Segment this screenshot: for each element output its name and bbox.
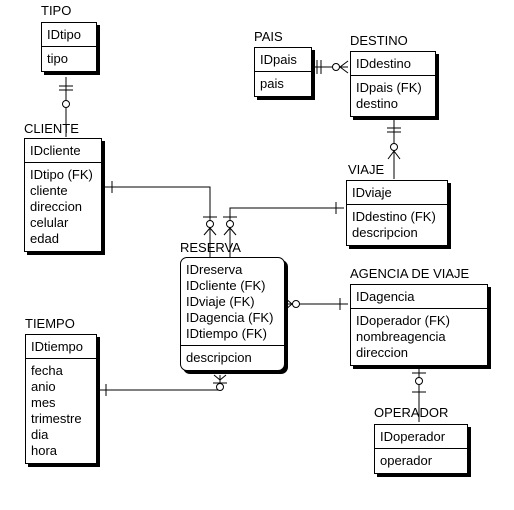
relationship-tiempo-reserva xyxy=(98,374,227,396)
pk-attribute: IDtipo xyxy=(47,27,81,42)
attribute: celular xyxy=(30,215,69,230)
attribute: tipo xyxy=(47,51,68,66)
pk-attribute: IDdestino xyxy=(356,56,411,71)
attribute: operador xyxy=(380,453,433,468)
attribute: dia xyxy=(31,427,49,442)
attribute-section: descripcion xyxy=(181,346,284,370)
entity-tiempo: IDtiempo fecha anio mes trimestre dia ho… xyxy=(25,334,97,464)
pk-attribute: IDagencia (FK) xyxy=(186,310,274,325)
entity-cliente: IDcliente IDtipo (FK) cliente direccion … xyxy=(24,138,102,252)
attribute-section: fecha anio mes trimestre dia hora xyxy=(26,359,96,463)
entity-pais: IDpais pais xyxy=(254,47,312,97)
pk-attribute: IDviaje xyxy=(352,185,392,200)
entity-title-destino: DESTINO xyxy=(350,33,408,48)
attribute-section: IDtipo (FK) cliente direccion celular ed… xyxy=(25,163,101,251)
attribute-section: operador xyxy=(375,449,467,473)
pk-section: IDviaje xyxy=(347,181,447,205)
attribute: destino xyxy=(356,96,398,111)
attribute: hora xyxy=(31,443,58,458)
attribute: cliente xyxy=(30,183,68,198)
pk-attribute: IDviaje (FK) xyxy=(186,294,255,309)
attribute: IDtipo (FK) xyxy=(30,167,93,182)
pk-section: IDpais xyxy=(255,48,311,72)
attribute: edad xyxy=(30,231,59,246)
pk-attribute: IDoperador xyxy=(380,429,446,444)
attribute-section: tipo xyxy=(42,47,96,71)
pk-section: IDdestino xyxy=(351,52,435,76)
attribute: nombreagencia xyxy=(356,329,446,344)
attribute-section: IDdestino (FK) descripcion xyxy=(347,205,447,245)
attribute: trimestre xyxy=(31,411,82,426)
pk-section: IDreserva IDcliente (FK) IDviaje (FK) ID… xyxy=(181,258,284,346)
entity-reserva: IDreserva IDcliente (FK) IDviaje (FK) ID… xyxy=(180,257,285,371)
entity-viaje: IDviaje IDdestino (FK) descripcion xyxy=(346,180,448,246)
relationship-destino-viaje xyxy=(387,119,401,179)
relationship-pais-destino xyxy=(312,60,349,74)
entity-title-viaje: VIAJE xyxy=(348,162,385,177)
entity-title-reserva: RESERVA xyxy=(180,240,241,255)
attribute-section: pais xyxy=(255,72,311,96)
relationship-agencia-reserva xyxy=(284,297,348,311)
attribute-section: IDpais (FK) destino xyxy=(351,76,435,116)
relationship-viaje-reserva xyxy=(223,202,344,257)
entity-title-operador: OPERADOR xyxy=(374,405,449,420)
pk-attribute: IDreserva xyxy=(186,262,243,277)
pk-section: IDoperador xyxy=(375,425,467,449)
attribute: mes xyxy=(31,395,56,410)
entity-tipo: IDtipo tipo xyxy=(41,22,97,72)
pk-section: IDtiempo xyxy=(26,335,96,359)
entity-title-agencia: AGENCIA DE VIAJE xyxy=(350,266,470,281)
pk-attribute: IDagencia xyxy=(356,289,415,304)
attribute: IDoperador (FK) xyxy=(356,313,450,328)
attribute: anio xyxy=(31,379,56,394)
pk-attribute: IDcliente (FK) xyxy=(186,278,266,293)
attribute-section: IDoperador (FK) nombreagencia direccion xyxy=(351,309,487,365)
pk-section: IDagencia xyxy=(351,285,487,309)
attribute: direccion xyxy=(30,199,83,214)
attribute: descripcion xyxy=(352,225,418,240)
entity-title-pais: PAIS xyxy=(254,29,283,44)
attribute: direccion xyxy=(356,345,409,360)
attribute: fecha xyxy=(31,363,63,378)
relationship-tipo-cliente xyxy=(59,77,73,137)
pk-attribute: IDtiempo (FK) xyxy=(186,326,267,341)
relationship-operador-agencia xyxy=(412,366,426,422)
attribute: pais xyxy=(260,76,284,91)
attribute: descripcion xyxy=(186,350,252,365)
entity-agencia: IDagencia IDoperador (FK) nombreagencia … xyxy=(350,284,488,366)
attribute: IDdestino (FK) xyxy=(352,209,436,224)
pk-attribute: IDpais xyxy=(260,52,297,67)
relationship-cliente-reserva xyxy=(102,181,217,257)
entity-title-cliente: CLIENTE xyxy=(24,121,79,136)
entity-destino: IDdestino IDpais (FK) destino xyxy=(350,51,436,117)
attribute: IDpais (FK) xyxy=(356,80,422,95)
pk-section: IDtipo xyxy=(42,23,96,47)
entity-title-tipo: TIPO xyxy=(41,3,72,18)
entity-title-tiempo: TIEMPO xyxy=(25,316,75,331)
pk-attribute: IDcliente xyxy=(30,143,81,158)
pk-attribute: IDtiempo xyxy=(31,339,84,354)
entity-operador: IDoperador operador xyxy=(374,424,468,474)
pk-section: IDcliente xyxy=(25,139,101,163)
